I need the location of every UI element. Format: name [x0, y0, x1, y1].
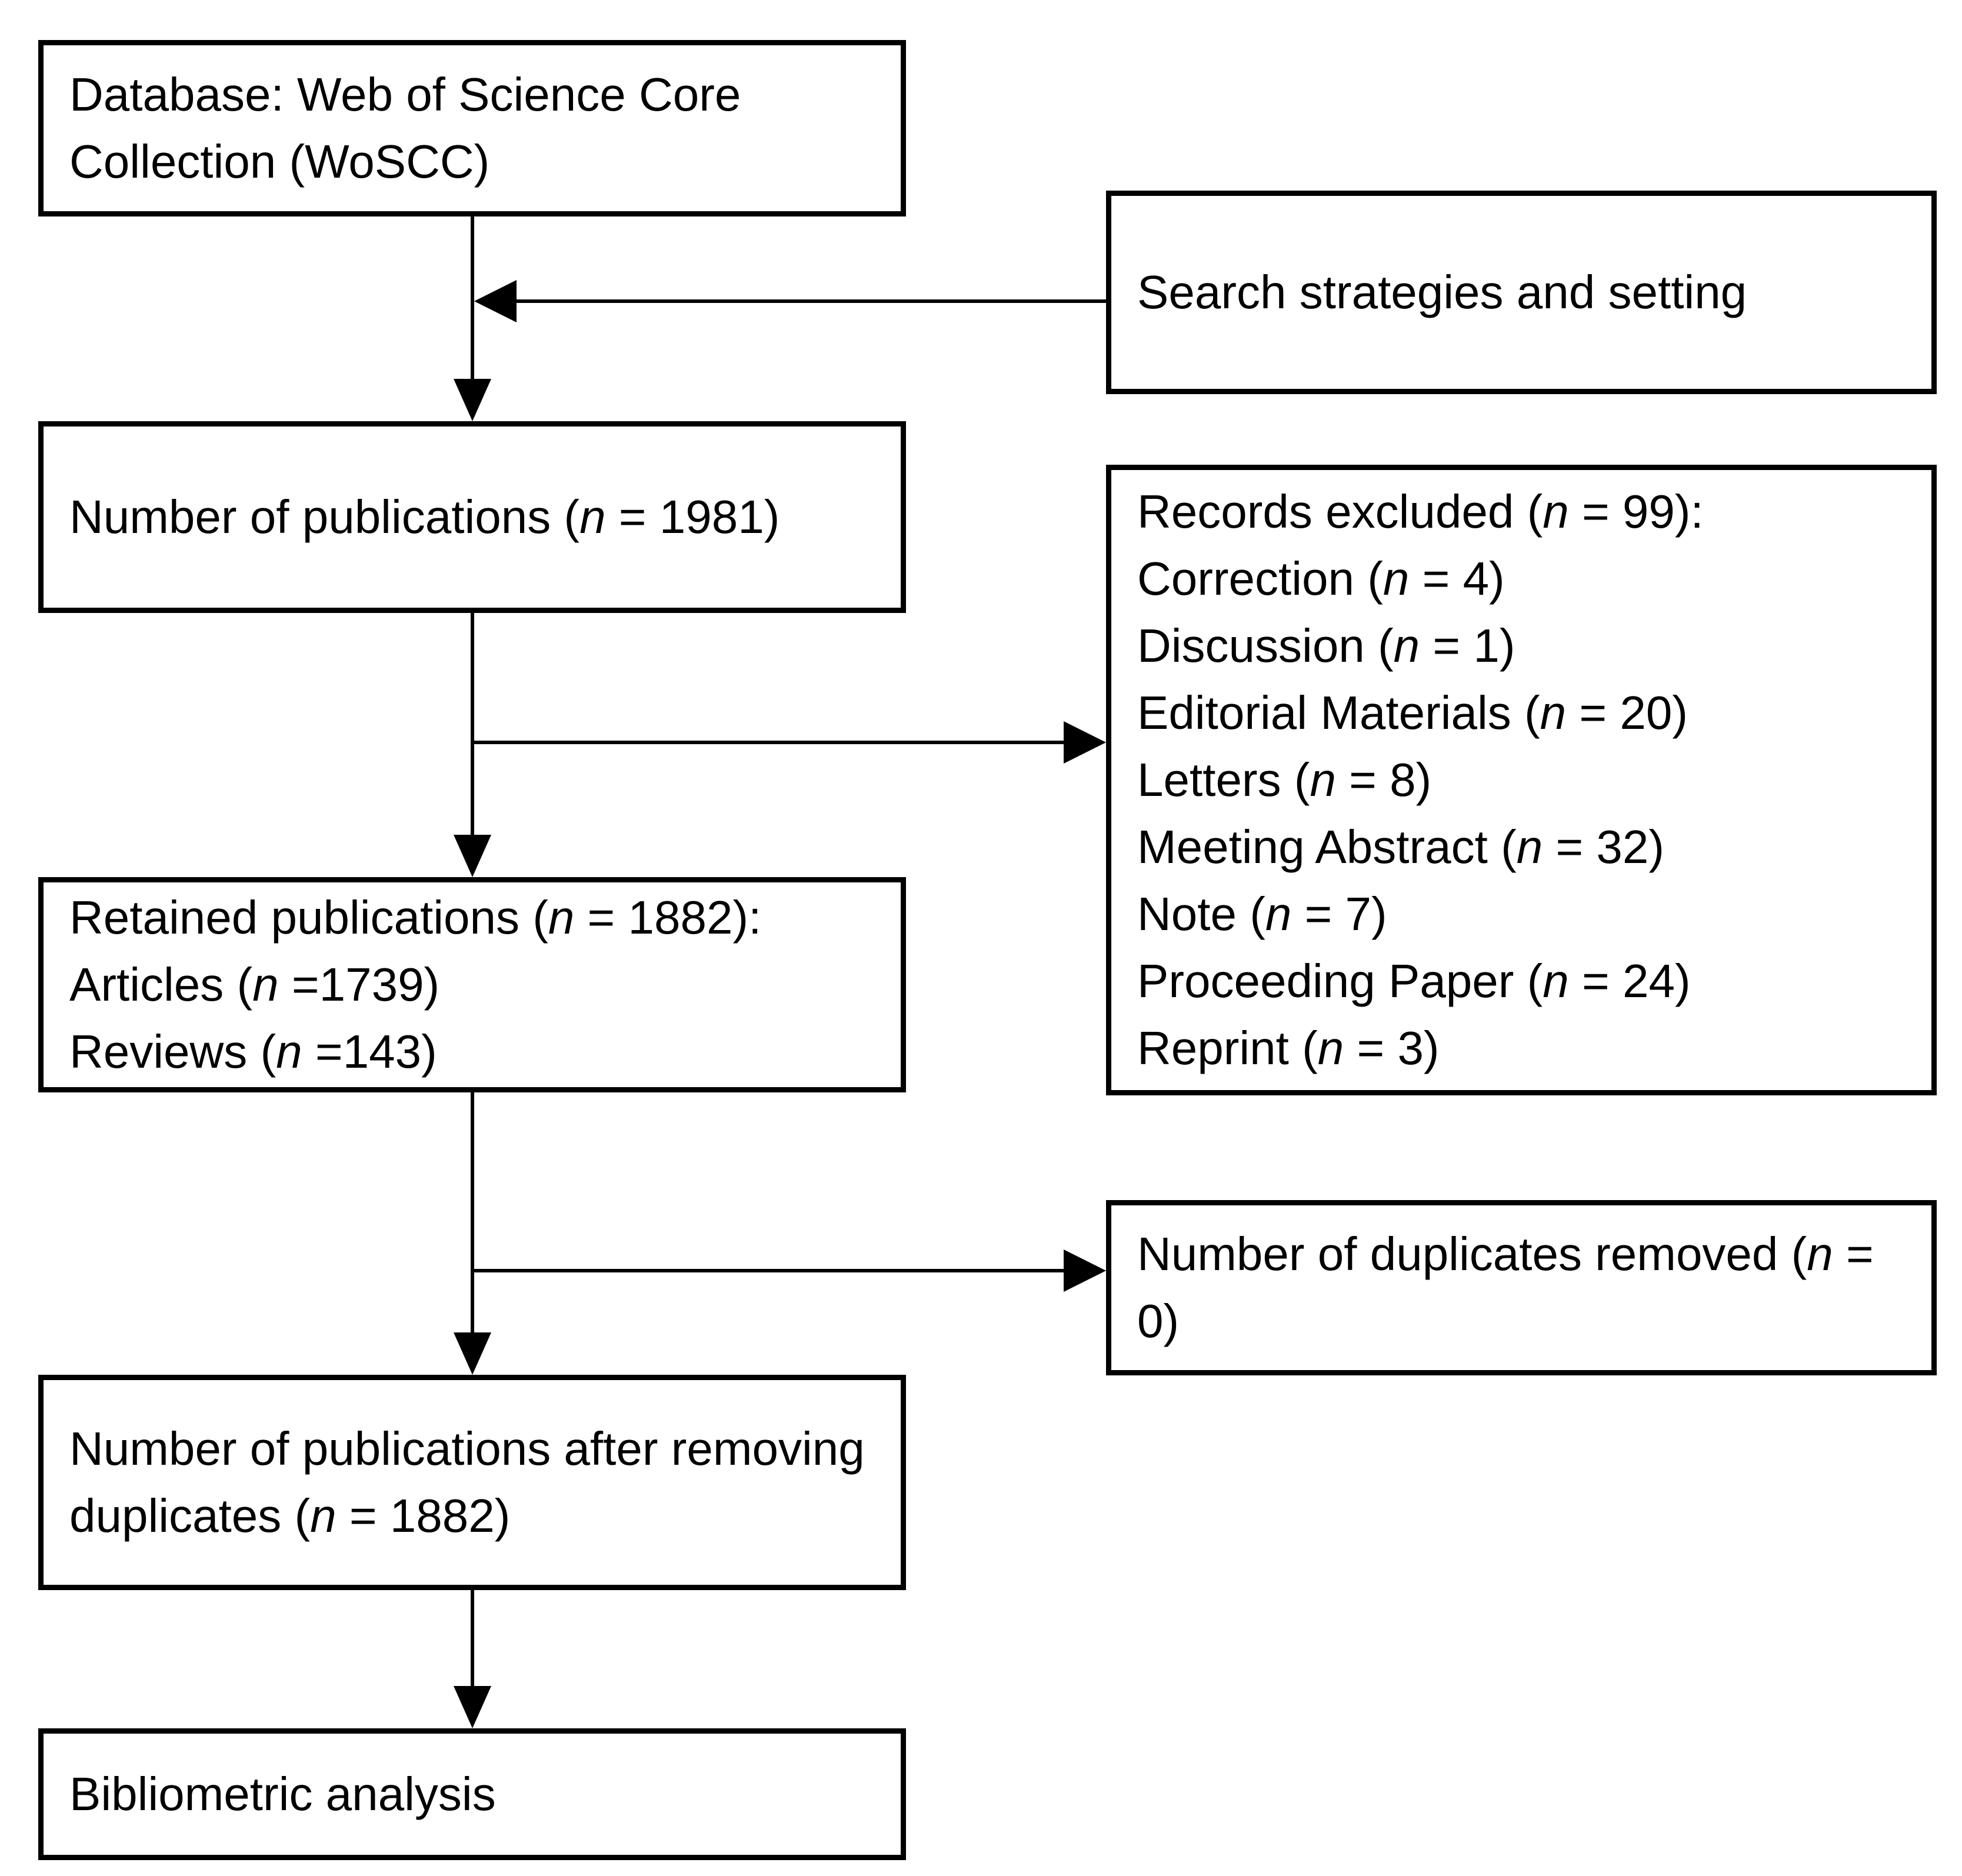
node-duplicates-removed-label: Number of duplicates removed (n = 0)	[1137, 1228, 1874, 1347]
node-publications-after-removing-duplicates: Number of publications after removing du…	[38, 1375, 906, 1590]
text-line: Meeting Abstract (n = 32)	[1137, 821, 1665, 873]
connector-after-duplicates-to-bibliometric	[471, 1590, 474, 1688]
node-number-of-publications-label: Number of publications (n = 1981)	[69, 491, 780, 543]
node-search-strategies-label: Search strategies and setting	[1137, 266, 1747, 318]
text-line: Note (n = 7)	[1137, 888, 1387, 940]
connector-search-to-flow	[513, 299, 1106, 303]
text-line: Reviews (n =143)	[69, 1025, 437, 1078]
text-line: Proceeding Paper (n = 24)	[1137, 955, 1691, 1007]
node-bibliometric-analysis-label: Bibliometric analysis	[69, 1768, 496, 1820]
arrowhead-down-icon	[454, 1332, 491, 1375]
node-bibliometric-analysis: Bibliometric analysis	[38, 1728, 906, 1860]
arrowhead-down-icon	[454, 1686, 491, 1728]
arrowhead-right-icon	[1064, 721, 1106, 764]
node-records-excluded: Records excluded (n = 99): Correction (n …	[1106, 465, 1937, 1095]
connector-retained-to-after-duplicates	[471, 1092, 474, 1335]
node-search-strategies: Search strategies and setting	[1106, 191, 1937, 394]
arrowhead-down-icon	[454, 835, 491, 877]
text-line: Editorial Materials (n = 20)	[1137, 687, 1688, 739]
text-line: Discussion (n = 1)	[1137, 619, 1515, 672]
text-line: Correction (n = 4)	[1137, 552, 1505, 605]
text-line: Articles (n =1739)	[69, 958, 440, 1011]
text-line: Reprint (n = 3)	[1137, 1022, 1440, 1074]
connector-publications-to-retained	[471, 613, 474, 837]
connector-database-to-publications	[471, 216, 474, 381]
node-database: Database: Web of Science Core Collection…	[38, 40, 906, 216]
node-number-of-publications: Number of publications (n = 1981)	[38, 421, 906, 613]
text-line: Retained publications (n = 1882):	[69, 891, 762, 944]
connector-flow-to-duplicates-removed	[471, 1269, 1066, 1272]
text-line: Records excluded (n = 99):	[1137, 485, 1704, 538]
node-duplicates-removed: Number of duplicates removed (n = 0)	[1106, 1200, 1937, 1375]
arrowhead-right-icon	[1064, 1249, 1106, 1292]
node-database-label: Database: Web of Science Core Collection…	[69, 68, 741, 188]
arrowhead-left-icon	[474, 280, 517, 322]
node-publications-after-removing-duplicates-label: Number of publications after removing du…	[69, 1422, 865, 1542]
text-line: Letters (n = 8)	[1137, 754, 1432, 806]
arrowhead-down-icon	[454, 379, 491, 421]
connector-flow-to-records-excluded	[471, 741, 1066, 744]
node-retained-publications: Retained publications (n = 1882): Article…	[38, 877, 906, 1092]
